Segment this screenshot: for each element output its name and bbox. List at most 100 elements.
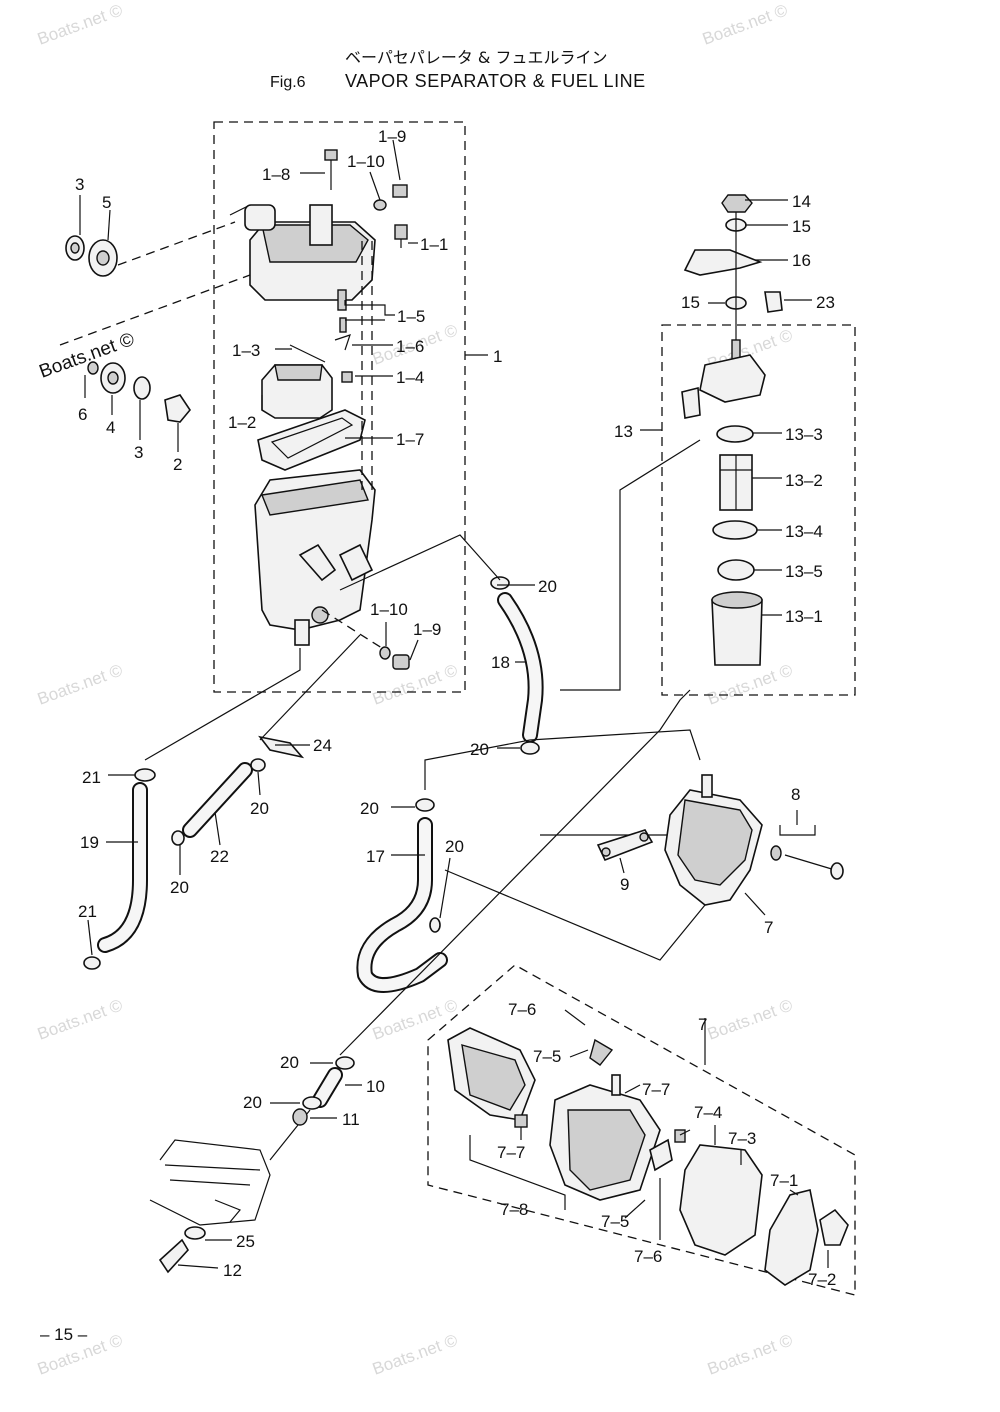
callout: 7–2 bbox=[808, 1270, 836, 1289]
callout: 1–6 bbox=[396, 337, 424, 356]
plate-9 bbox=[596, 829, 654, 874]
routing-lines bbox=[144, 439, 706, 1161]
hose-18 bbox=[497, 592, 544, 743]
callout: 10 bbox=[366, 1077, 385, 1096]
callout: 1–4 bbox=[396, 368, 424, 387]
fitting-11 bbox=[292, 1108, 308, 1126]
callout: 13–1 bbox=[785, 607, 823, 626]
watermarks: Boats.net © Boats.net © Boats.net © Boat… bbox=[35, 0, 796, 1378]
callout: 6 bbox=[78, 405, 87, 424]
callout: 20 bbox=[360, 799, 379, 818]
callout: 1–9 bbox=[378, 127, 406, 146]
callout: 23 bbox=[816, 293, 835, 312]
callout: 20 bbox=[280, 1053, 299, 1072]
callout: 13 bbox=[614, 422, 633, 441]
callout: 20 bbox=[445, 837, 464, 856]
title-english: VAPOR SEPARATOR & FUEL LINE bbox=[345, 71, 646, 91]
callout: 5 bbox=[102, 193, 111, 212]
needle-seat-1-5 bbox=[339, 317, 347, 333]
clip-1-6 bbox=[334, 334, 351, 351]
fitting-12 bbox=[158, 1238, 189, 1274]
washer-1-10 bbox=[373, 199, 387, 211]
page-number: – 15 – bbox=[40, 1325, 88, 1344]
callout: 1–10 bbox=[347, 152, 385, 171]
callout: 7–8 bbox=[500, 1200, 528, 1219]
grommet-parts-lower bbox=[59, 274, 251, 452]
separator-body bbox=[254, 469, 376, 646]
callout: 16 bbox=[792, 251, 811, 270]
gasket-1-7 bbox=[257, 409, 366, 471]
callout: 7–4 bbox=[694, 1103, 722, 1122]
callout: 20 bbox=[250, 799, 269, 818]
callout: 9 bbox=[620, 875, 629, 894]
hose-17 bbox=[356, 817, 448, 993]
callout-labels: 1–9 1–8 1–10 1–1 1–5 1–3 1–6 1–4 1–2 1–7… bbox=[75, 127, 836, 1289]
callout: 17 bbox=[366, 847, 385, 866]
watermark: Boats.net © bbox=[705, 660, 796, 708]
grommet-parts-upper bbox=[65, 195, 236, 277]
watermark: Boats.net © bbox=[370, 660, 461, 708]
hose-10 bbox=[312, 1067, 343, 1108]
callout: 15 bbox=[681, 293, 700, 312]
callout: 7 bbox=[698, 1015, 707, 1034]
vapor-separator-assembly-box bbox=[213, 121, 466, 693]
pin-1-3 bbox=[289, 344, 326, 363]
callout: 21 bbox=[78, 902, 97, 921]
callout: 1–3 bbox=[232, 341, 260, 360]
callout: 15 bbox=[792, 217, 811, 236]
callout: 7–5 bbox=[533, 1047, 561, 1066]
watermark: Boats.net © bbox=[35, 660, 126, 708]
callout: 20 bbox=[538, 577, 557, 596]
callout: 2 bbox=[173, 455, 182, 474]
callout: 8 bbox=[791, 785, 800, 804]
leader-lines-separator bbox=[261, 139, 488, 661]
needle-1-5 bbox=[337, 289, 347, 311]
callout: 13–5 bbox=[785, 562, 823, 581]
callout: 14 bbox=[792, 192, 811, 211]
callout: 7–7 bbox=[497, 1143, 525, 1162]
callout: 19 bbox=[80, 833, 99, 852]
callout: 7 bbox=[764, 918, 773, 937]
callout: 24 bbox=[313, 736, 332, 755]
washer-25 bbox=[184, 1226, 206, 1240]
callout: 1–9 bbox=[413, 620, 441, 639]
hose-22 bbox=[182, 762, 253, 838]
title-japanese: ベーパセパレータ & フュエルライン bbox=[345, 48, 608, 67]
bolt-1-1 bbox=[394, 224, 408, 240]
figure-number: Fig.6 bbox=[270, 74, 306, 91]
hose-19 bbox=[97, 782, 148, 953]
callout: 12 bbox=[223, 1261, 242, 1280]
callout: 7–1 bbox=[770, 1171, 798, 1190]
fuel-filter-assembly-box bbox=[661, 324, 856, 696]
callout: 7–7 bbox=[642, 1080, 670, 1099]
watermark: Boats.net © bbox=[700, 0, 791, 48]
watermark: Boats.net © bbox=[705, 1330, 796, 1378]
bolt-1-9b bbox=[392, 654, 410, 670]
separator-top-cover bbox=[229, 204, 376, 301]
float-1-2 bbox=[261, 364, 333, 419]
fuel-pump-exploded-box bbox=[427, 964, 856, 1296]
leader-7 bbox=[744, 892, 766, 916]
leader-lines-lower bbox=[87, 584, 535, 1269]
engine-block-fragment bbox=[149, 1139, 271, 1226]
callout: 25 bbox=[236, 1232, 255, 1251]
callout: 11 bbox=[342, 1110, 360, 1129]
callout: 1–8 bbox=[262, 165, 290, 184]
callout: 7–3 bbox=[728, 1129, 756, 1148]
screw-1-8 bbox=[324, 149, 338, 190]
watermark: Boats.net © bbox=[705, 995, 796, 1043]
callout: 13–4 bbox=[785, 522, 823, 541]
callout: 22 bbox=[210, 847, 229, 866]
callout: 13–3 bbox=[785, 425, 823, 444]
callout: 7–5 bbox=[601, 1212, 629, 1231]
callout: 3 bbox=[75, 175, 84, 194]
callout: 7–6 bbox=[508, 1000, 536, 1019]
callout: 1–5 bbox=[397, 307, 425, 326]
fuel-filter-parts bbox=[640, 194, 812, 666]
hose-clamps bbox=[83, 576, 540, 1110]
callout: 21 bbox=[82, 768, 101, 787]
bolt-8 bbox=[770, 810, 844, 880]
callout: 1–1 bbox=[420, 235, 448, 254]
